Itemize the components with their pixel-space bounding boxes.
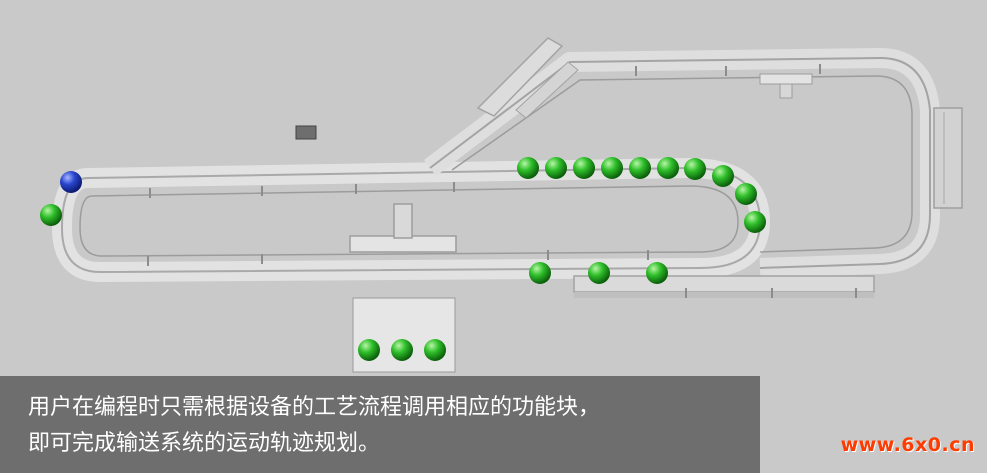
caption-box: 用户在编程时只需根据设备的工艺流程调用相应的功能块， 即可完成输送系统的运动轨迹… [0, 376, 760, 473]
upper-right-loop-track [423, 48, 940, 278]
dark-bracket [295, 125, 317, 140]
green-mover-sphere [391, 339, 413, 361]
right-side-rail [933, 107, 963, 209]
lower-straight-track [573, 275, 875, 298]
green-mover-sphere [517, 157, 539, 179]
green-mover-sphere [40, 204, 62, 226]
green-mover-sphere [529, 262, 551, 284]
green-mover-sphere [573, 157, 595, 179]
track-support-ticks [147, 64, 857, 298]
green-mover-sphere [629, 157, 651, 179]
caption-line-2: 即可完成输送系统的运动轨迹规划。 [28, 431, 381, 456]
watermark-text: www.6x0.cn [840, 434, 975, 456]
green-mover-sphere [646, 262, 668, 284]
mover-spheres [40, 157, 766, 361]
green-mover-sphere [684, 158, 706, 180]
green-mover-sphere [712, 165, 734, 187]
blue-mover-sphere [60, 171, 82, 193]
green-mover-sphere [735, 183, 757, 205]
green-mover-sphere [545, 157, 567, 179]
green-mover-sphere [744, 211, 766, 233]
diagonal-branch-track [476, 37, 579, 119]
central-support-stand [349, 73, 813, 253]
green-mover-sphere [588, 262, 610, 284]
caption-line-1: 用户在编程时只需根据设备的工艺流程调用相应的功能块， [28, 395, 601, 420]
green-mover-sphere [358, 339, 380, 361]
green-mover-sphere [601, 157, 623, 179]
green-mover-sphere [424, 339, 446, 361]
green-mover-sphere [657, 157, 679, 179]
